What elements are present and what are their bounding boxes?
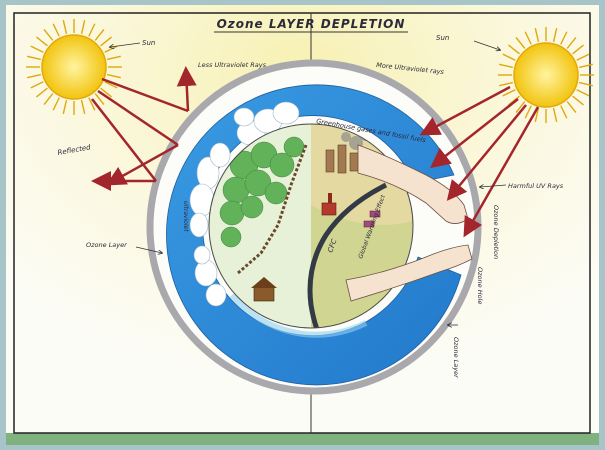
- ultraviolet-vertical-label: ultraviolet: [182, 201, 189, 232]
- grass-strip: [6, 433, 599, 445]
- harmful-uv-rays-label: Harmful UV Rays: [508, 182, 564, 190]
- page-title: Ozone LAYER DEPLETION: [217, 17, 406, 31]
- ozone-hole-label: Ozone Hole: [476, 267, 484, 304]
- sun-right-label: Sun: [436, 34, 449, 42]
- sun-left-label: Sun: [142, 39, 155, 47]
- ozone-layer-left-label: Ozone Layer: [86, 241, 128, 249]
- ozone-depletion-label: Ozone Depletion: [492, 205, 500, 259]
- ozone-layer-right-label: Ozone Layer: [452, 337, 460, 379]
- less-uv-rays-label: Less Ultraviolet Rays: [198, 61, 267, 69]
- ozone-poster: Ozone LAYER DEPLETION Sun Sun: [6, 5, 599, 445]
